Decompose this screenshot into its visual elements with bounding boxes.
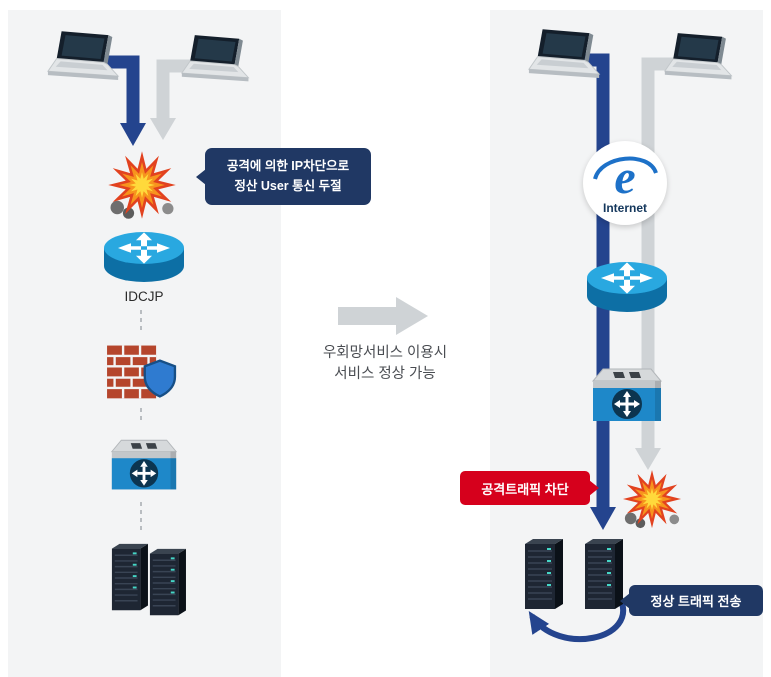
bypass-caption: 우회망서비스 이용시 서비스 정상 가능 (295, 343, 475, 385)
router-label: IDCJP (124, 289, 164, 304)
bypass-caption-line: 우회망서비스 이용시 (322, 345, 448, 361)
callout-pointer (589, 480, 599, 496)
callout-pointer (620, 592, 630, 609)
router-icon (102, 228, 186, 286)
internet-explorer-icon: e Internet (583, 141, 667, 225)
callout-line: 공격에 의한 IP차단으로 (226, 159, 350, 174)
explosion-icon (106, 149, 178, 221)
callout-text: 정상 트래픽 전송 (650, 594, 742, 609)
server-icon (108, 541, 150, 615)
laptop-icon (46, 30, 124, 87)
server-icon (581, 536, 625, 614)
ip-block-callout: 공격에 의한 IP차단으로 정산 User 통신 두절 (196, 148, 371, 205)
firewall-icon (105, 338, 177, 404)
server-icon (146, 546, 188, 620)
switch-icon (589, 355, 665, 429)
switch-icon (108, 427, 180, 497)
transition-arrow-icon (338, 297, 428, 335)
laptop-icon (663, 32, 737, 86)
bypass-caption-line: 서비스 정상 가능 (334, 366, 436, 383)
explosion-icon (621, 468, 683, 530)
laptop-icon (527, 28, 605, 85)
router-icon (585, 258, 669, 316)
normal-traffic-callout: 정상 트래픽 전송 (620, 585, 763, 616)
svg-text:e: e (614, 151, 635, 204)
callout-text: 공격트래픽 차단 (481, 481, 569, 497)
callout-line: 정산 User 통신 두절 (234, 178, 342, 193)
attack-block-callout: 공격트래픽 차단 (460, 471, 599, 505)
callout-pointer (196, 168, 206, 185)
server-icon (521, 536, 565, 614)
internet-label: Internet (602, 201, 647, 215)
laptop-icon (180, 34, 254, 88)
